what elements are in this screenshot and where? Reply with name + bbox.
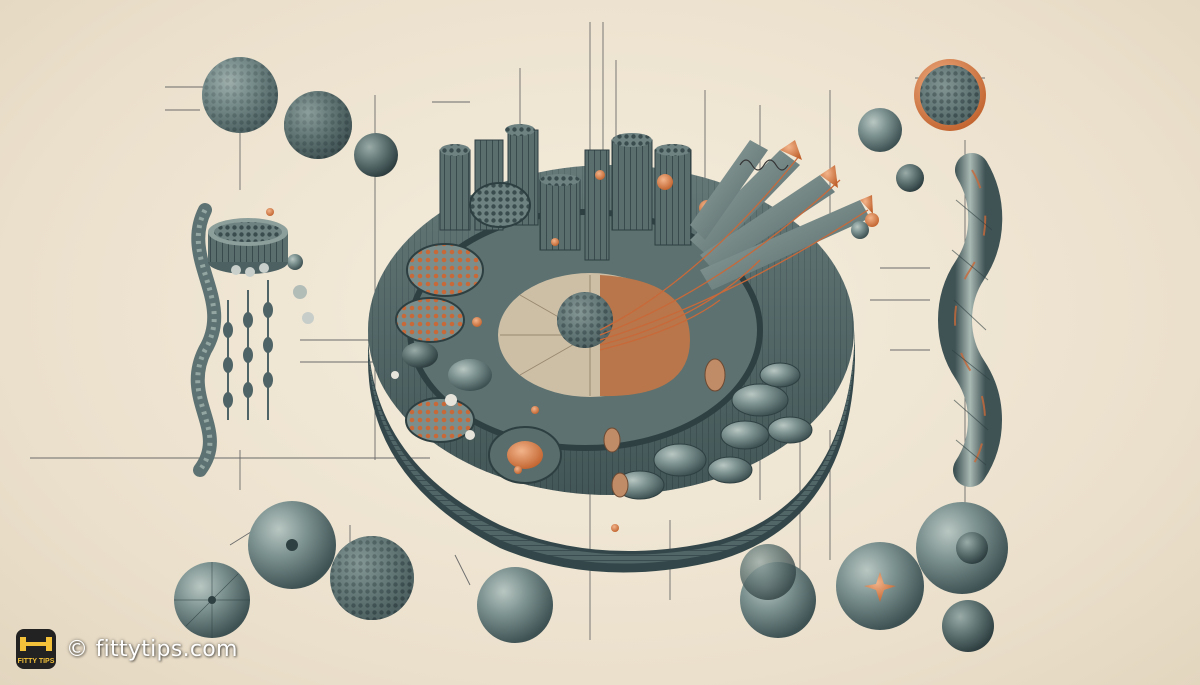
dumbbell-icon: FITTY TIPS	[16, 629, 56, 669]
watermark-logo-text: FITTY TIPS	[18, 658, 55, 665]
myofibril-strands-left	[190, 203, 314, 477]
cell-sphere-group-top-left	[202, 57, 398, 177]
cell-sphere-group-top-right	[851, 59, 986, 239]
twisted-muscle-fiber	[938, 153, 1003, 487]
cell-sphere-group-bottom	[174, 501, 1008, 652]
watermark-text: © fittytips.com	[66, 636, 238, 662]
muscle-fiber-cross-section	[368, 124, 855, 573]
myofibril-bundle-strands	[599, 140, 879, 351]
small-cylinder-section	[208, 218, 288, 277]
watermark: FITTY TIPS © fittytips.com	[14, 627, 238, 671]
